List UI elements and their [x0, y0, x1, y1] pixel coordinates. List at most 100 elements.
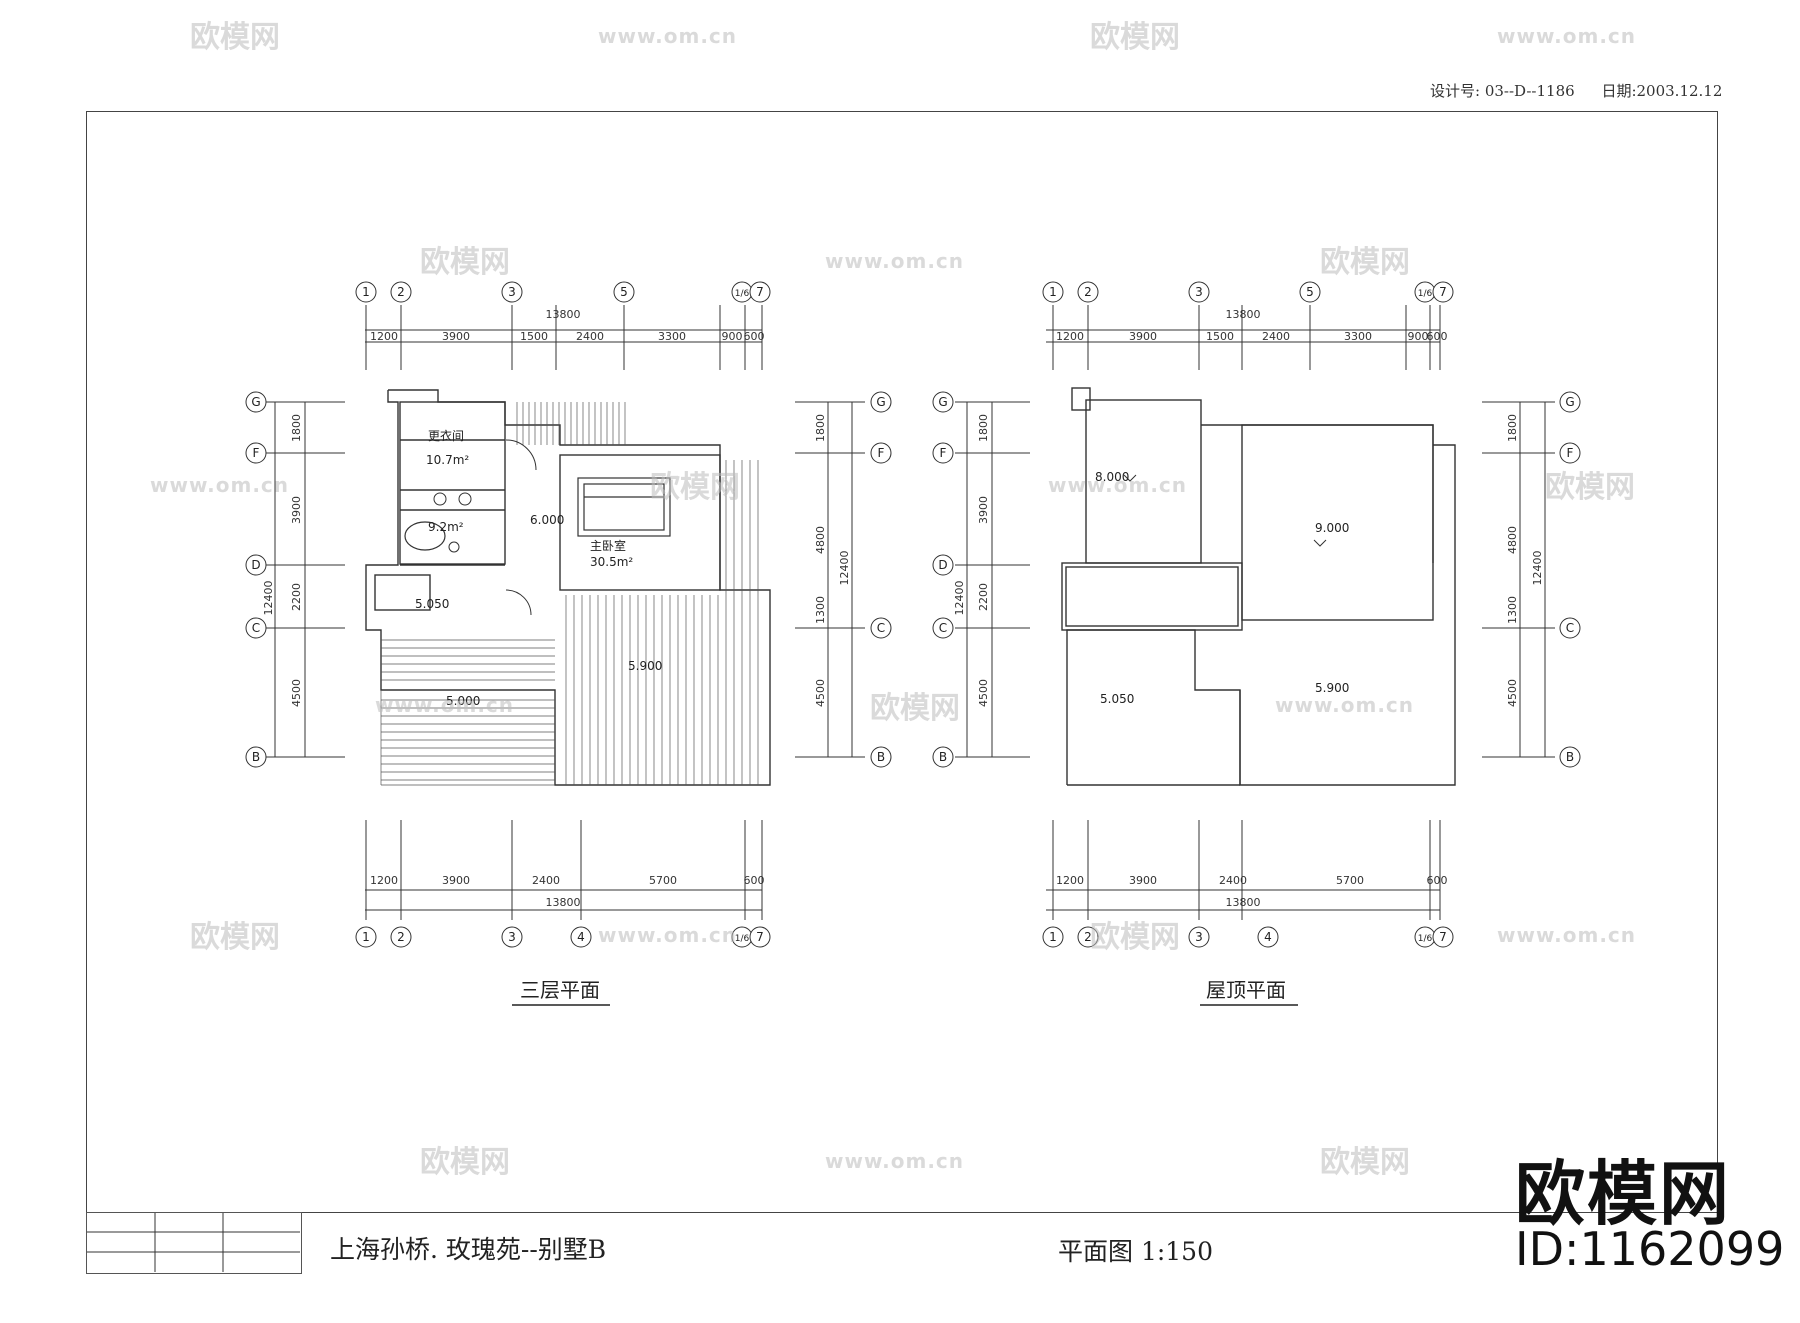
watermark-url: www.om.cn: [1048, 473, 1187, 497]
sheet-title: 平面图 1:150: [1058, 1237, 1213, 1266]
dimension-label: 13800: [546, 896, 581, 909]
dimension-label: 600: [744, 330, 765, 343]
deck-hatch-right: [565, 460, 759, 785]
dimension-label: 600: [1427, 330, 1448, 343]
axis-label: G: [938, 395, 947, 409]
dimension-label: 3900: [1129, 330, 1157, 343]
dimension-label: 1300: [814, 596, 827, 624]
watermark-brand: 欧模网: [1545, 470, 1635, 505]
axis-label: 5: [1306, 285, 1314, 299]
axis-label: C: [1566, 621, 1574, 635]
balcony-hatch-top: [516, 402, 626, 445]
axis-label: 1: [1049, 930, 1057, 944]
axis-label: 1/6: [735, 289, 750, 299]
dimension-label: 13800: [1226, 896, 1261, 909]
watermark-brand: 欧模网: [420, 1145, 510, 1180]
axis-label: 7: [1439, 285, 1447, 299]
design-number: 设计号: 03--D--1186: [1430, 82, 1575, 100]
dimension-label: 1500: [1206, 330, 1234, 343]
axis-label: 1: [362, 285, 370, 299]
dimension-label: 1200: [1056, 874, 1084, 887]
axis-label: 2: [1084, 930, 1092, 944]
axis-label: B: [877, 750, 885, 764]
dimension-label: 900: [1408, 330, 1429, 343]
axis-label: D: [938, 558, 947, 572]
level-mark: 5.050: [1100, 692, 1134, 706]
dimension-label: 1200: [370, 330, 398, 343]
watermark-brand: 欧模网: [190, 20, 280, 55]
axis-label: 7: [756, 930, 764, 944]
dimension-label: 5700: [1336, 874, 1364, 887]
watermark-url: www.om.cn: [1497, 24, 1636, 48]
room-area: 10.7m²: [426, 453, 469, 467]
axis-label: 3: [508, 930, 516, 944]
room-name: 更衣间: [428, 428, 464, 443]
axis-label: C: [877, 621, 885, 635]
axis-label: D: [251, 558, 260, 572]
dimension-label: 3300: [658, 330, 686, 343]
axis-bubbles: [245, 281, 1581, 948]
dimension-label: 4500: [977, 679, 990, 707]
watermark-url: www.om.cn: [375, 693, 514, 717]
third-top-axis-ticks: [365, 305, 763, 370]
room-labels: 更衣间 10.7m² 9.2m² 主卧室 30.5m² 6.000 5.050 …: [415, 428, 1349, 708]
roof-outline: [1061, 387, 1456, 786]
level-mark: 6.000: [530, 513, 564, 527]
dimension-label: 1800: [814, 414, 827, 442]
axis-label: F: [940, 446, 947, 460]
third-floor-plan: [265, 305, 865, 920]
axis-label: G: [876, 395, 885, 409]
dimension-label: 3900: [1129, 874, 1157, 887]
axis-label: 4: [1264, 930, 1272, 944]
dimension-label: 3900: [977, 496, 990, 524]
axis-label: G: [251, 395, 260, 409]
watermark-url: www.om.cn: [150, 473, 289, 497]
bed-furniture: [577, 477, 671, 537]
dimension-label: 12400: [1531, 551, 1544, 586]
dimension-label: 13800: [1226, 308, 1261, 321]
axis-label: 1/6: [1418, 934, 1433, 944]
project-title: 上海孙桥. 玫瑰苑--别墅B: [330, 1235, 607, 1264]
dimension-label: 4800: [814, 526, 827, 554]
dimension-label: 13800: [546, 308, 581, 321]
roof-caption: 屋顶平面: [1206, 978, 1286, 1002]
dimension-label: 4500: [814, 679, 827, 707]
dimension-label: 2400: [576, 330, 604, 343]
dimension-label: 3300: [1344, 330, 1372, 343]
dimension-label: 3900: [442, 874, 470, 887]
watermark-brand: 欧模网: [1090, 20, 1180, 55]
dimension-label: 1500: [520, 330, 548, 343]
dimension-label: 12400: [953, 581, 966, 616]
drawing-date: 日期:2003.12.12: [1601, 82, 1723, 100]
watermark-url: www.om.cn: [1275, 693, 1414, 717]
axis-label: B: [1566, 750, 1574, 764]
axis-label: F: [1567, 446, 1574, 460]
watermark-brand: 欧模网: [1090, 920, 1180, 955]
axis-label: 1: [362, 930, 370, 944]
axis-label: C: [252, 621, 260, 635]
watermark-brand: 欧模网: [650, 470, 740, 505]
dimension-label: 2200: [977, 583, 990, 611]
dimension-label: 12400: [838, 551, 851, 586]
axis-label: 2: [1084, 285, 1092, 299]
watermark-url: www.om.cn: [1497, 923, 1636, 947]
watermark-layer: 欧模网 www.om.cn 欧模网 www.om.cn 欧模网 www.om.c…: [150, 20, 1636, 1180]
axis-labels: 1 2 3 5 1/6 7 1 2 3 4 1/6 7 G F D C B G …: [251, 285, 1574, 944]
axis-label: 1/6: [735, 934, 750, 944]
axis-label: 5: [620, 285, 628, 299]
axis-label: 1: [1049, 285, 1057, 299]
drawing-header: 设计号: 03--D--1186 日期:2003.12.12: [1430, 80, 1744, 101]
dimension-label: 4500: [290, 679, 303, 707]
brand-logo-text: 欧模网: [1515, 1153, 1731, 1235]
watermark-url: www.om.cn: [825, 1149, 964, 1173]
axis-label: B: [252, 750, 260, 764]
axis-label: 4: [577, 930, 585, 944]
axis-label: 7: [756, 285, 764, 299]
dimension-label: 4500: [1506, 679, 1519, 707]
watermark-brand: 欧模网: [1320, 1145, 1410, 1180]
dimension-label: 2400: [1262, 330, 1290, 343]
axis-label: 3: [508, 285, 516, 299]
dimension-label: 2400: [1219, 874, 1247, 887]
drawing-frame: [86, 111, 1718, 1213]
